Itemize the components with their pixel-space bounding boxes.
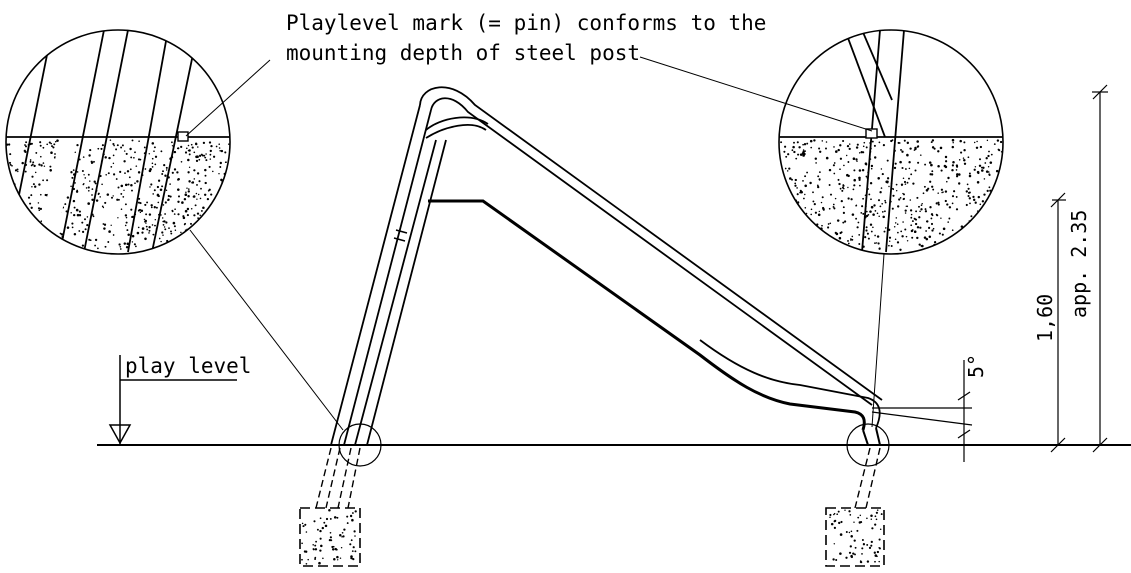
left-post-detail-circle	[338, 423, 382, 467]
play-level-label: play level	[125, 354, 251, 378]
pin-note-line-1: Playlevel mark (= pin) conforms to the	[286, 11, 766, 35]
ladder	[330, 104, 447, 446]
pin-note-line-2: mounting depth of steel post	[286, 41, 640, 65]
left-foundation	[299, 507, 361, 567]
slide-bedway	[428, 199, 881, 446]
height-platform-label: 1,60	[1033, 294, 1057, 342]
right-detail-magnifier	[778, 29, 1004, 255]
left-detail-magnifier	[5, 29, 231, 255]
right-foundation	[825, 507, 885, 567]
exit-angle-label: 5°	[964, 354, 988, 378]
buried-posts	[315, 447, 881, 509]
leader-lines	[185, 56, 885, 431]
right-post-detail-circle	[846, 423, 890, 467]
top-handrail	[419, 86, 883, 406]
exit-angle-dimension	[871, 360, 973, 462]
height-dimensions	[1050, 84, 1108, 453]
play-level-marker	[108, 355, 237, 445]
height-total-label: app. 2.35	[1067, 210, 1091, 318]
